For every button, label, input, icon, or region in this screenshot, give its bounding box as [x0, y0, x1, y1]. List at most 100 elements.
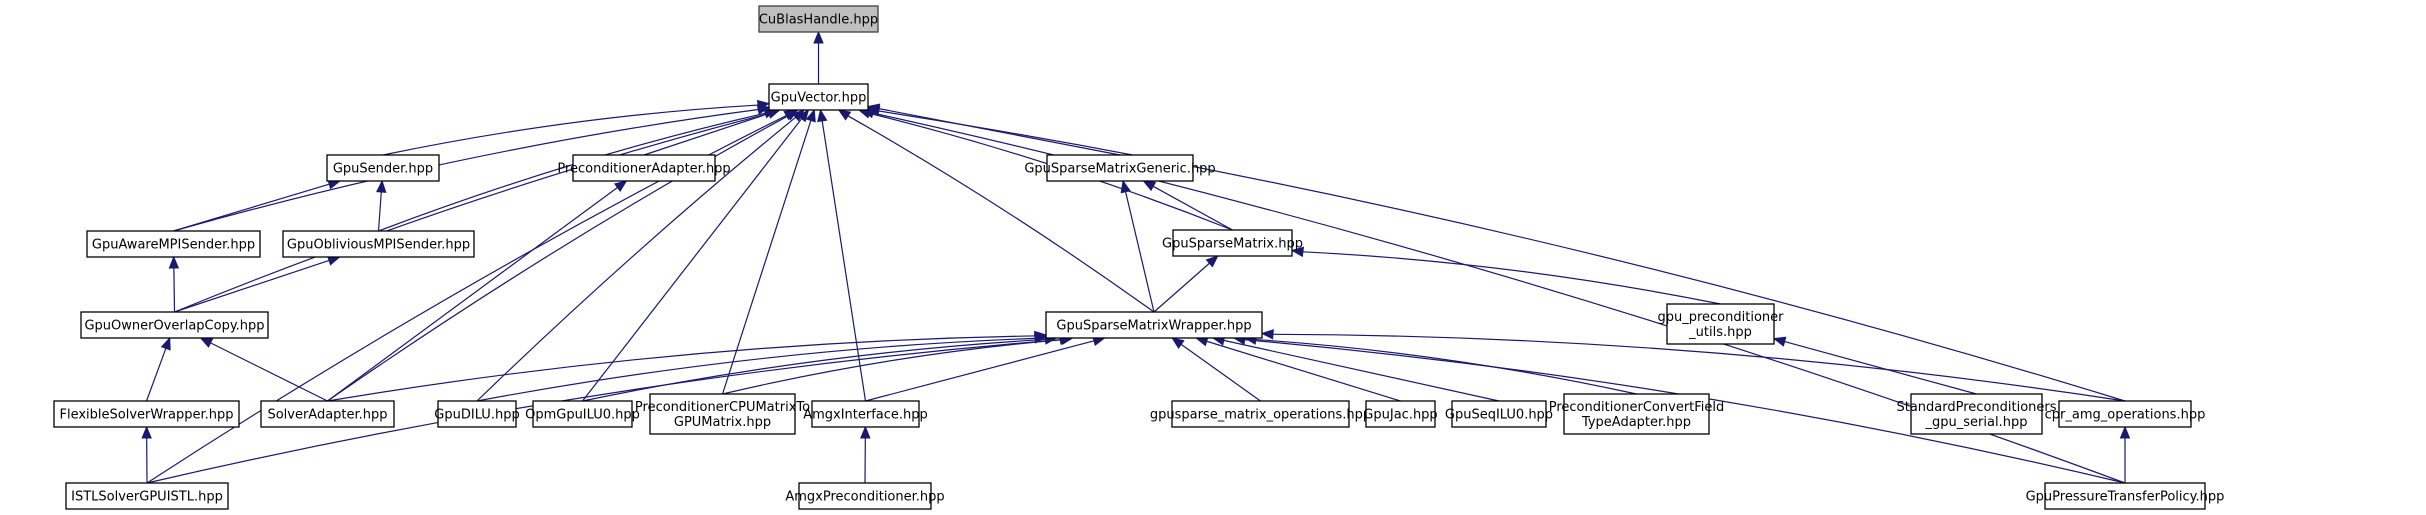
node-gpuvector[interactable]: GpuVector.hpp: [768, 83, 869, 111]
arrowhead-icon: [813, 30, 824, 44]
node-box: [1045, 311, 1263, 339]
edge-line: [1255, 338, 1637, 395]
node-precadapter[interactable]: PreconditionerAdapter.hpp: [557, 154, 731, 182]
node-label: PreconditionerConvertField: [1549, 400, 1725, 415]
edge-solveradapter-to-spwrapper: [327, 330, 1048, 402]
node-box: [53, 400, 240, 428]
node-gpudilu[interactable]: GpuDILU.hpp: [434, 400, 520, 428]
node-gpujac[interactable]: GpuJac.hpp: [1363, 400, 1438, 428]
node-flexsolver[interactable]: FlexibleSolverWrapper.hpp: [53, 400, 240, 428]
arrowhead-icon: [376, 179, 387, 193]
node-cpramg[interactable]: cpr_amg_operations.hpp: [2045, 400, 2206, 428]
node-pressuretransfer[interactable]: GpuPressureTransferPolicy.hpp: [2026, 482, 2225, 510]
node-label: PreconditionerCPUMatrixTo: [635, 400, 810, 415]
arrowhead-icon: [817, 108, 828, 123]
edge-line: [327, 335, 1036, 402]
node-gpusender[interactable]: GpuSender.hpp: [326, 154, 440, 182]
edge-flexsolver-to-owneroverlap: [145, 336, 171, 402]
edge-awarempi-to-gpusender: [173, 179, 342, 232]
node-amgxinterface[interactable]: AmgxInterface.hpp: [803, 400, 928, 428]
node-box: [1172, 229, 1293, 257]
node-label: AmgxInterface.hpp: [803, 408, 928, 423]
edge-line: [878, 110, 2126, 402]
node-box: [437, 400, 517, 428]
node-label: cpr_amg_operations.hpp: [2045, 408, 2206, 423]
node-label: gpu_preconditioner: [1657, 310, 1784, 325]
edge-line: [1302, 251, 1721, 305]
edge-amgxinterface-to-gpuvector: [817, 108, 867, 402]
node-box: [1563, 393, 1710, 435]
edge-line: [174, 112, 770, 313]
edge-line: [382, 104, 759, 156]
edge-line: [1180, 343, 1261, 402]
edge-preccpumatrix-to-gpuvector: [721, 108, 816, 395]
node-opmgpuilu0[interactable]: OpmGpuILU0.hpp: [525, 400, 640, 428]
edge-owneroverlap-to-obliviousmpi: [174, 255, 341, 313]
node-awarempi[interactable]: GpuAwareMPISender.hpp: [86, 230, 261, 258]
edge-line: [878, 108, 1121, 156]
node-label: _utils.hpp: [1688, 325, 1752, 340]
edge-line: [210, 342, 328, 402]
edge-line: [476, 116, 797, 402]
arrowhead-icon: [160, 336, 171, 351]
node-box: [65, 482, 229, 510]
edge-obliviousmpi-to-gpusender: [376, 179, 387, 232]
node-owneroverlap[interactable]: GpuOwnerOverlapCopy.hpp: [80, 311, 269, 339]
arrowhead-icon: [783, 109, 798, 121]
edge-spwrapper-to-sparsematrix: [1153, 255, 1219, 313]
edge-line: [1206, 340, 1401, 402]
edge-cpramg-to-spwrapper: [1260, 329, 2126, 402]
node-box: [811, 400, 920, 428]
node-box: [768, 83, 869, 111]
arrowhead-icon: [141, 425, 152, 439]
node-label: GPUMatrix.hpp: [674, 415, 771, 430]
edge-line: [582, 118, 803, 402]
node-spgeneric[interactable]: GpuSparseMatrixGeneric.hpp: [1024, 154, 1216, 182]
arrowhead-icon: [168, 255, 180, 269]
arrowhead-icon: [1260, 329, 1274, 340]
edge-line: [173, 183, 330, 232]
node-label: AmgxPreconditioner.hpp: [785, 490, 944, 505]
edge-gpusender-to-gpuvector: [382, 99, 771, 156]
node-box: [1171, 400, 1350, 428]
node-stdprec[interactable]: StandardPreconditioners_gpu_serial.hpp: [1896, 393, 2057, 435]
edge-line: [643, 112, 770, 156]
node-solveradapter[interactable]: SolverAdapter.hpp: [260, 400, 395, 428]
edge-line: [1223, 339, 1500, 402]
arrowhead-icon: [837, 109, 852, 121]
node-label: FlexibleSolverWrapper.hpp: [60, 408, 234, 423]
node-label: _gpu_serial.hpp: [1925, 415, 2028, 430]
node-label: ISTLSolverGPUISTL.hpp: [71, 490, 223, 505]
arrowhead-icon: [1120, 179, 1131, 194]
node-gpusparseops[interactable]: gpusparse_matrix_operations.hpp: [1150, 400, 1371, 428]
node-sparsematrix[interactable]: GpuSparseMatrix.hpp: [1162, 229, 1303, 257]
edge-line: [146, 339, 1061, 484]
edge-spwrapper-to-gpuvector: [837, 109, 1155, 313]
node-precutils[interactable]: gpu_preconditioner_utils.hpp: [1657, 303, 1784, 345]
node-label: SolverAdapter.hpp: [267, 408, 387, 423]
edge-spwrapper-to-spgeneric: [1120, 179, 1155, 313]
arrowhead-icon: [860, 425, 871, 439]
node-box: [260, 400, 395, 428]
edge-preccpumatrix-to-spwrapper: [722, 334, 1075, 395]
node-precconvert[interactable]: PreconditionerConvertFieldTypeAdapter.hp…: [1549, 393, 1725, 435]
node-spwrapper[interactable]: GpuSparseMatrixWrapper.hpp: [1045, 311, 1263, 339]
edge-line: [327, 187, 618, 402]
node-cublas[interactable]: CuBlasHandle.hpp: [758, 5, 879, 33]
node-istlsolver[interactable]: ISTLSolverGPUISTL.hpp: [65, 482, 229, 510]
node-label: GpuSparseMatrixGeneric.hpp: [1024, 162, 1215, 177]
edge-opmgpuilu0-to-gpuvector: [582, 108, 810, 402]
node-obliviousmpi[interactable]: GpuObliviousMPISender.hpp: [282, 230, 475, 258]
node-box: [282, 230, 475, 258]
node-gpuseqilu0[interactable]: GpuSeqILU0.hpp: [1445, 400, 1553, 428]
edge-cpramg-to-gpuvector: [866, 106, 2126, 402]
node-box: [326, 154, 440, 182]
edge-line: [377, 191, 382, 232]
edge-line: [327, 115, 789, 402]
node-amgxprec[interactable]: AmgxPreconditioner.hpp: [785, 482, 945, 510]
node-label: GpuSparseMatrixWrapper.hpp: [1056, 319, 1251, 334]
node-label: TypeAdapter.hpp: [1581, 415, 1691, 430]
edge-owneroverlap-to-awarempi: [168, 255, 180, 313]
